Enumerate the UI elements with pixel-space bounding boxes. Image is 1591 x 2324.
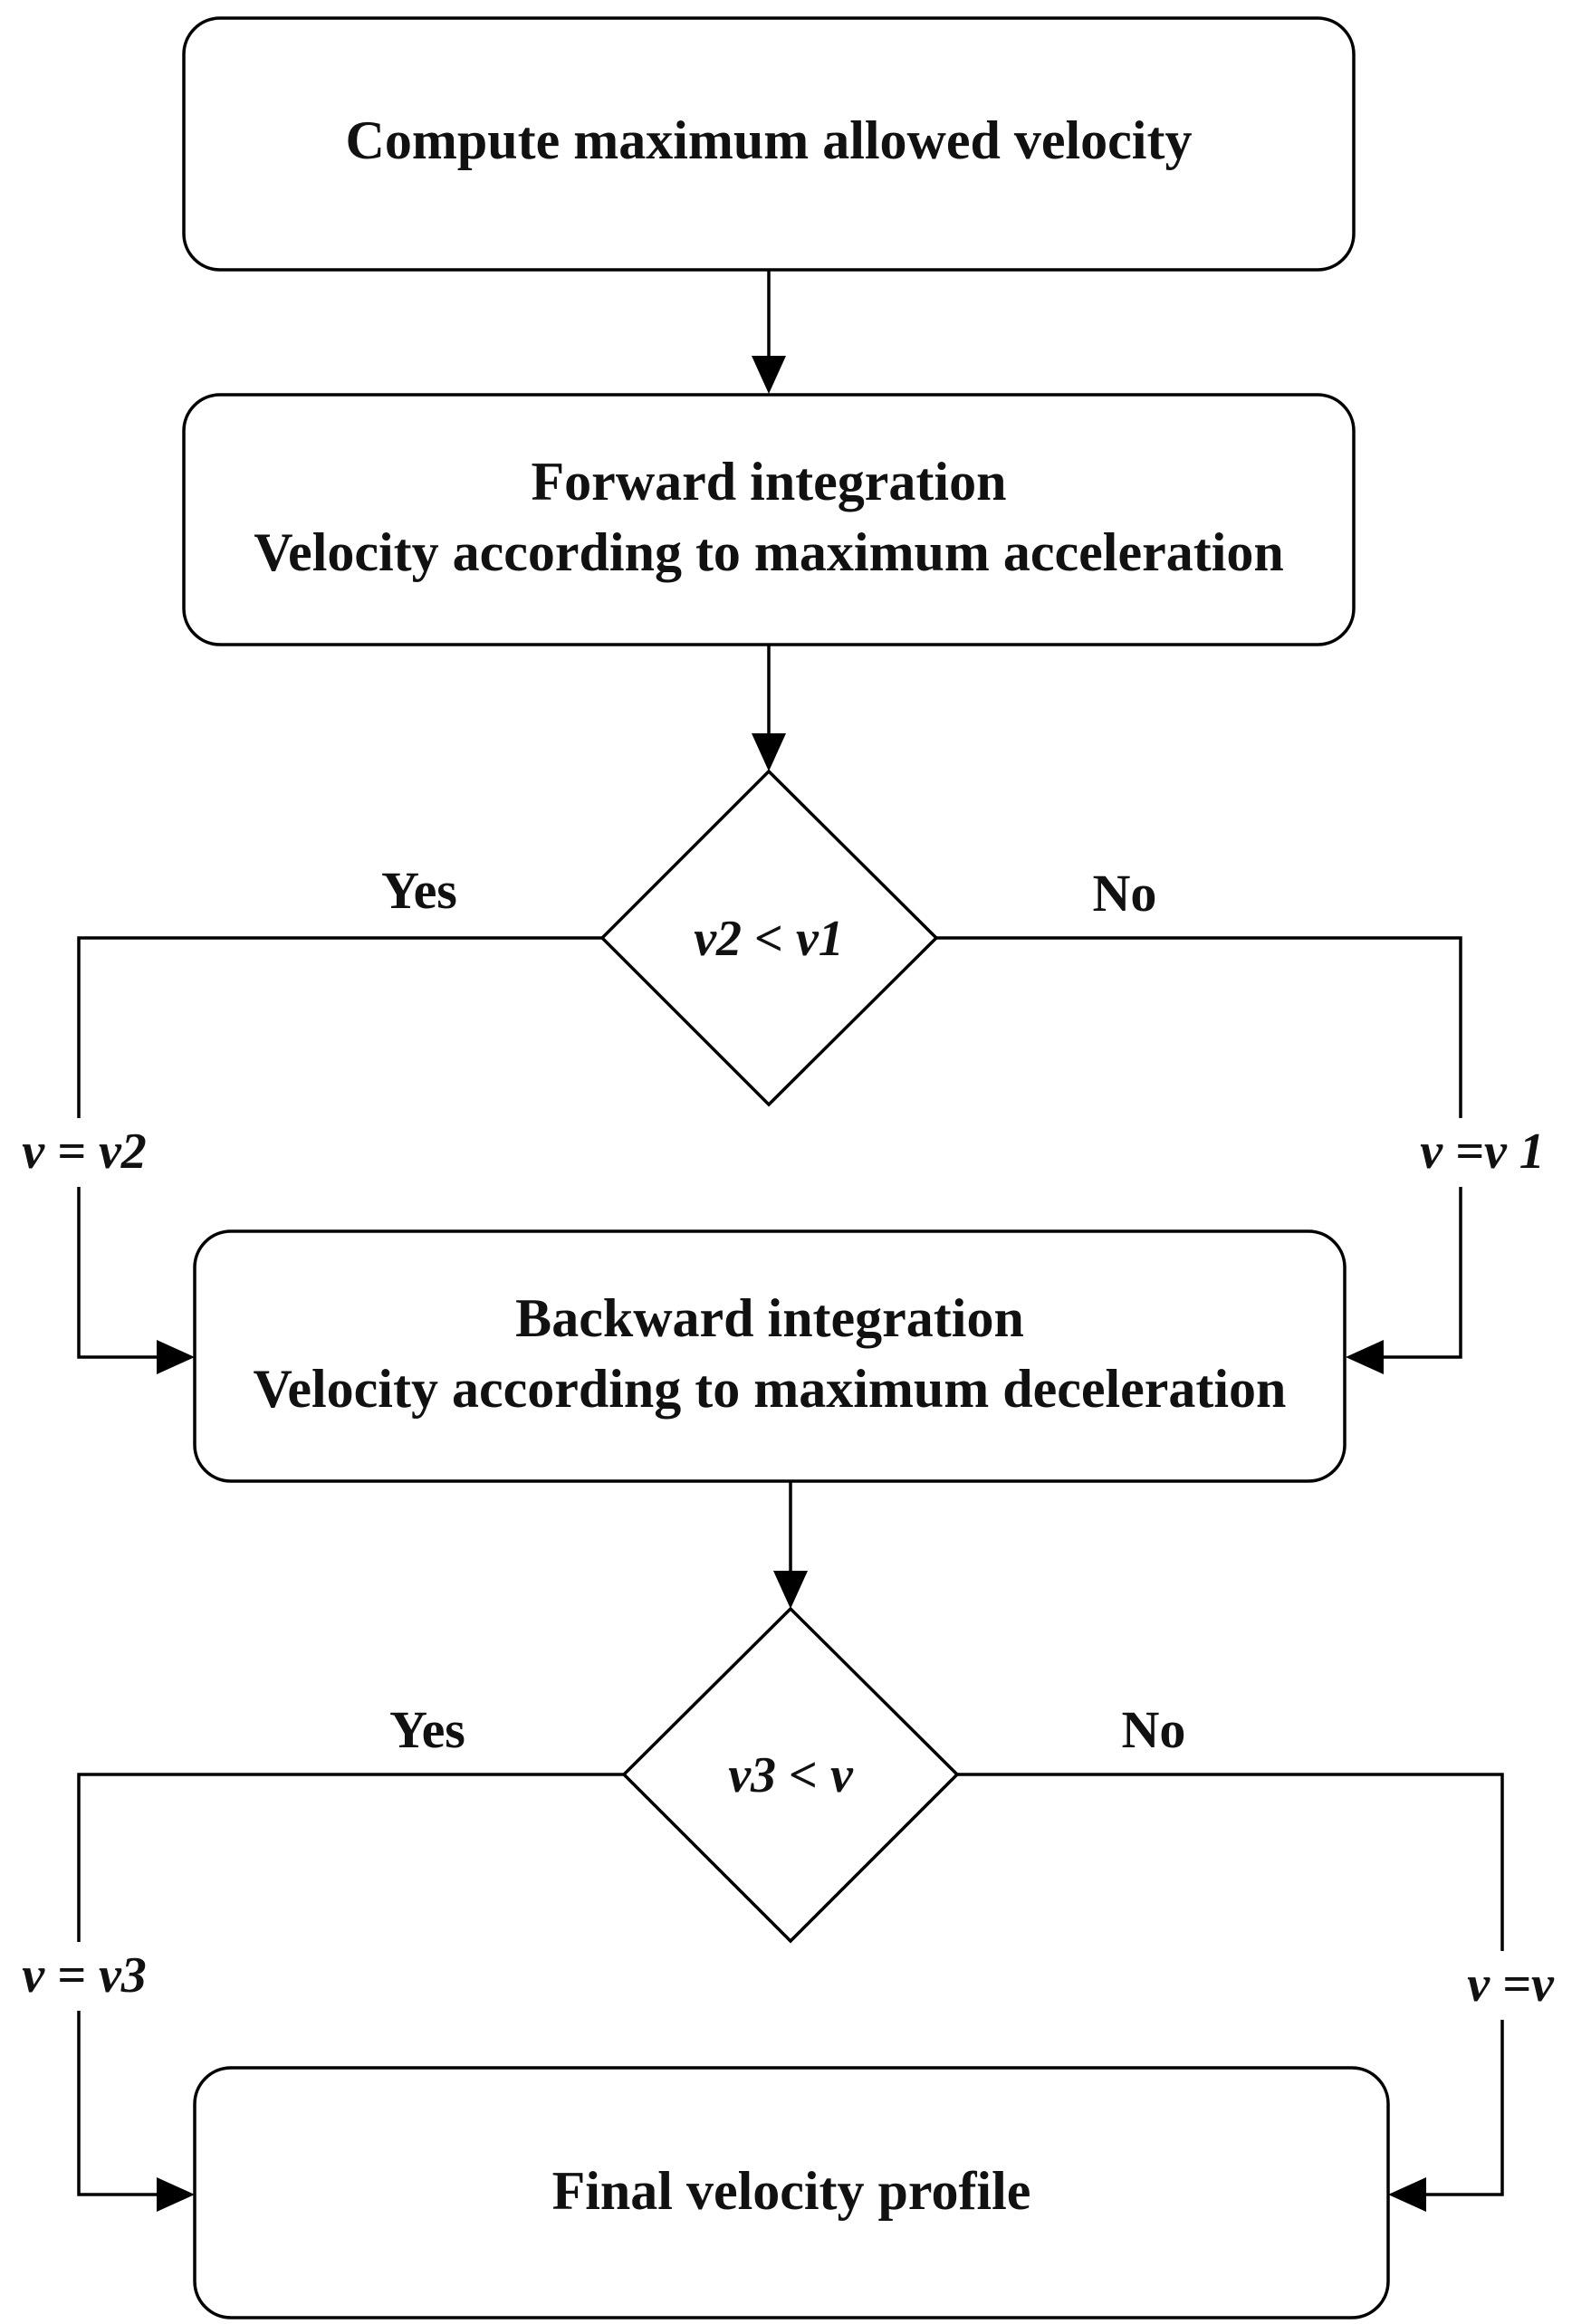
edge-compute-to-forward [752,270,786,394]
arrowhead-left [1346,1340,1384,1374]
step-final-velocity-profile-label: Final velocity profile [552,2161,1031,2221]
branch-decision2-yes-assignment-bg [5,1942,158,2011]
branch-decision1-no-assignment-bg [1402,1118,1565,1187]
edge-forward-to-decision1 [752,645,786,771]
step-forward-integration-subtitle: Velocity according to maximum accelerati… [254,522,1284,582]
arrowhead-down [752,356,786,394]
decision-v3-less-than-v-condition: v3 < v [728,1747,854,1803]
decision-v2-less-than-v1-condition: v2 < v1 [694,911,844,967]
branch-decision1-no-label: No [1093,864,1157,923]
arrowhead-right [157,1340,195,1374]
branch-decision1-yes-assignment: v = v2 [22,1124,147,1180]
arrowhead-down [752,733,786,771]
branch-decision2-no-label: No [1122,1700,1186,1759]
branch-decision1-yes: Yes v = v2 [5,861,602,1374]
step-forward-integration-title: Forward integration [532,452,1007,512]
branch-decision2-yes: Yes v = v3 [5,1700,624,2212]
arrowhead-left [1388,2177,1426,2212]
branch-decision2-yes-assignment: v = v3 [22,1947,147,2004]
step-backward-integration-title: Backward integration [515,1288,1024,1348]
step-forward-integration: Forward integration Velocity according t… [182,393,1356,646]
step-compute-max-velocity: Compute maximum allowed velocity [182,16,1356,272]
decision-v3-less-than-v-diamond [621,1606,960,1944]
branch-decision2-no-assignment: v =v [1467,1956,1555,2013]
step-forward-integration-box [182,393,1356,646]
step-final-velocity-profile-box [193,2066,1390,2319]
decision-v3-less-than-v: v3 < v [621,1606,960,1944]
step-final-velocity-profile: Final velocity profile [193,2066,1390,2319]
branch-decision2-yes-label: Yes [389,1700,465,1759]
decision-v2-less-than-v1-diamond [599,769,939,1107]
branch-decision1-yes-label: Yes [381,861,457,920]
arrowhead-down [773,1571,808,1609]
edge-backward-to-decision2 [773,1481,808,1609]
decision-v2-less-than-v1: v2 < v1 [599,769,939,1107]
step-backward-integration-box [193,1229,1347,1483]
branch-decision2-no: No v =v [957,1700,1576,2212]
branch-decision1-no-assignment: v =v 1 [1420,1124,1545,1180]
branch-decision2-no-assignment-bg [1449,1951,1576,2020]
step-backward-integration-subtitle: Velocity according to maximum decelerati… [254,1359,1287,1419]
step-compute-max-velocity-label: Compute maximum allowed velocity [346,110,1193,170]
branch-decision1-no: No v =v 1 [936,864,1565,1374]
step-backward-integration: Backward integration Velocity according … [193,1229,1347,1483]
arrowhead-right [157,2177,195,2212]
branch-decision1-yes-assignment-bg [5,1118,158,1187]
